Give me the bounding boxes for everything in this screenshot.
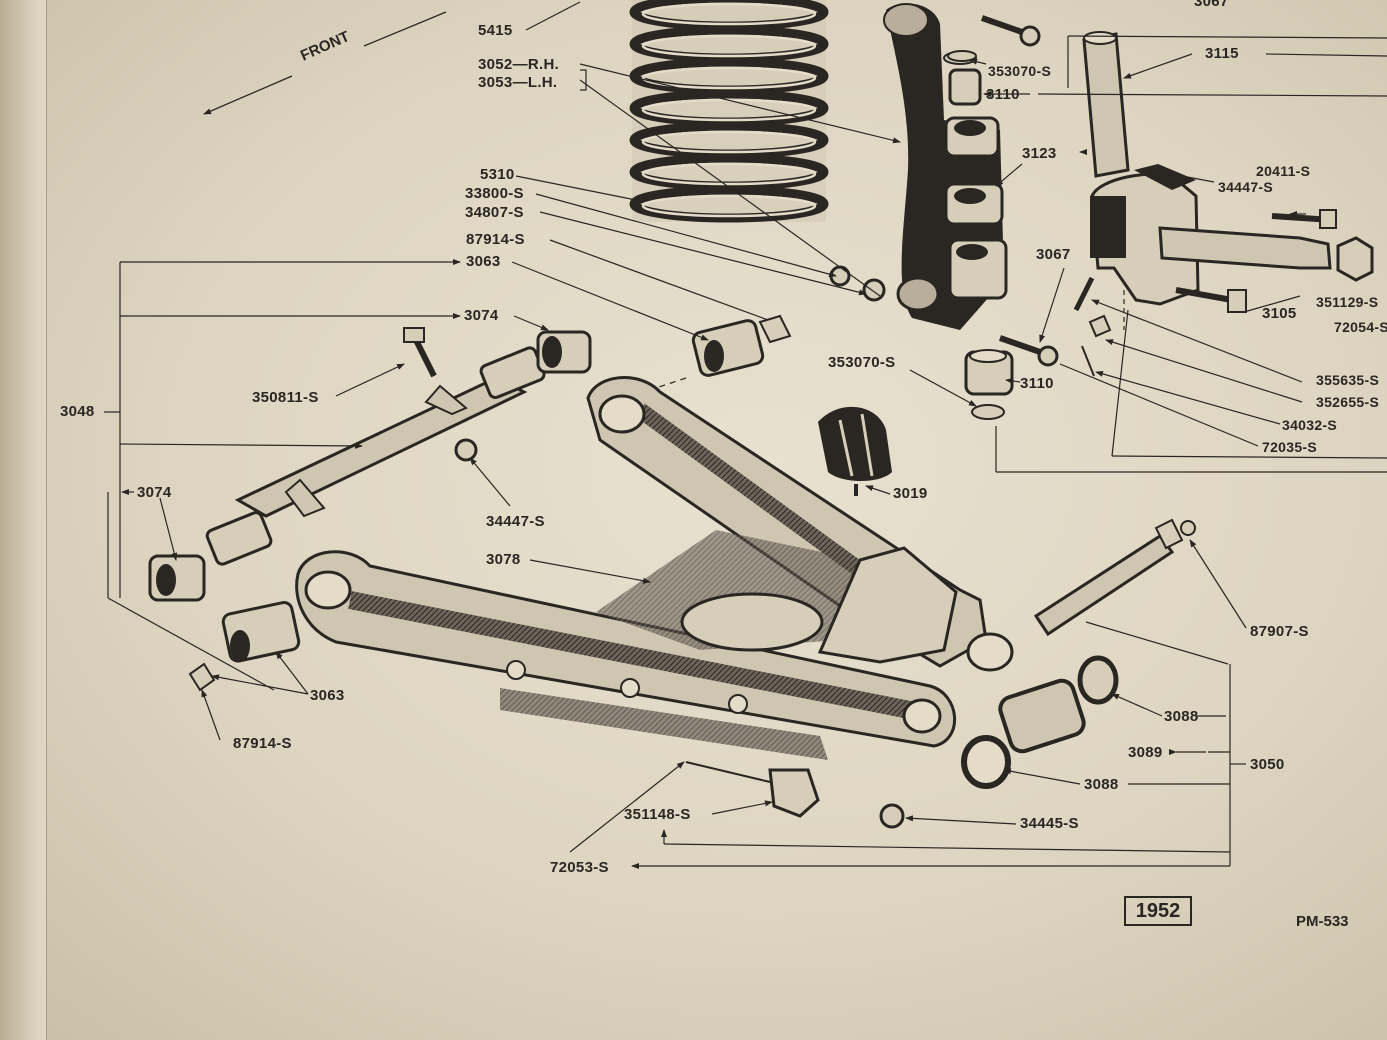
part-label-3089: 3089 bbox=[1128, 744, 1163, 761]
pins-and-bolts-mid bbox=[947, 50, 1112, 420]
part-label-3088-bottom: 3088 bbox=[1084, 776, 1119, 793]
part-label-351129: 351129-S bbox=[1316, 294, 1379, 310]
part-label-72035: 72035-S bbox=[1262, 439, 1318, 455]
bushings bbox=[148, 314, 792, 692]
spindle-support bbox=[883, 3, 1008, 330]
plate-number: PM-533 bbox=[1296, 913, 1349, 930]
part-label-355635: 355635-S bbox=[1316, 372, 1380, 388]
rebound-bumper bbox=[818, 406, 892, 496]
part-label-5415: 5415 bbox=[478, 22, 513, 39]
part-label-3067-top: 3067 bbox=[1194, 0, 1229, 10]
coil-spring bbox=[629, 0, 829, 223]
part-label-3063-top: 3063 bbox=[466, 253, 501, 270]
part-label-34032: 34032-S bbox=[1282, 417, 1338, 433]
part-label-72053: 72053-S bbox=[550, 859, 609, 876]
year-badge: 1952 bbox=[1124, 896, 1192, 926]
part-label-3074-top: 3074 bbox=[464, 307, 499, 324]
part-label-3123: 3123 bbox=[1022, 145, 1057, 162]
part-label-34447-mid: 34447-S bbox=[486, 513, 545, 530]
part-label-34807: 34807-S bbox=[465, 204, 524, 221]
part-label-20411: 20411-S bbox=[1256, 163, 1311, 179]
part-label-3063-bottom: 3063 bbox=[310, 687, 345, 704]
part-label-5310: 5310 bbox=[480, 166, 515, 183]
part-label-34445: 34445-S bbox=[1020, 815, 1079, 832]
spindle bbox=[1090, 164, 1374, 313]
part-label-3110-mid: 3110 bbox=[1020, 375, 1054, 392]
part-label-350811: 350811-S bbox=[252, 389, 319, 406]
lower-arm bbox=[295, 376, 1014, 760]
part-label-353070-mid: 353070-S bbox=[828, 354, 896, 371]
part-label-3019: 3019 bbox=[893, 485, 928, 502]
part-label-87914-bottom: 87914-S bbox=[233, 735, 292, 752]
part-label-3048: 3048 bbox=[60, 403, 95, 420]
part-label-3053: 3053—L.H. bbox=[478, 74, 558, 91]
part-label-3078: 3078 bbox=[486, 551, 521, 568]
part-label-351148: 351148-S bbox=[624, 806, 691, 823]
part-label-3052: 3052—R.H. bbox=[478, 56, 560, 73]
part-label-3115: 3115 bbox=[1205, 45, 1239, 62]
front-arrow bbox=[203, 11, 447, 115]
part-label-3074-left: 3074 bbox=[137, 484, 172, 501]
part-label-34447-top: 34447-S bbox=[1218, 179, 1274, 195]
part-label-87907: 87907-S bbox=[1250, 623, 1309, 640]
part-label-3050: 3050 bbox=[1250, 756, 1285, 773]
part-label-353070-top: 353070-S bbox=[988, 63, 1052, 79]
part-label-3110-top: 3110 bbox=[986, 86, 1020, 103]
spindle-pin bbox=[1082, 31, 1130, 178]
bolt-3067-top bbox=[981, 15, 1041, 47]
part-label-33800: 33800-S bbox=[465, 185, 524, 202]
part-label-87914-top: 87914-S bbox=[466, 231, 525, 248]
part-label-3067-mid: 3067 bbox=[1036, 246, 1071, 263]
part-label-3105: 3105 bbox=[1262, 305, 1297, 322]
part-label-3088-top: 3088 bbox=[1164, 708, 1199, 725]
upper-arm bbox=[205, 327, 546, 566]
part-label-72054: 72054-S bbox=[1334, 319, 1387, 335]
leader-lines bbox=[104, 1, 1387, 869]
shaft-assembly bbox=[685, 518, 1196, 818]
book-spine bbox=[0, 0, 47, 1040]
part-label-352655: 352655-S bbox=[1316, 394, 1380, 410]
